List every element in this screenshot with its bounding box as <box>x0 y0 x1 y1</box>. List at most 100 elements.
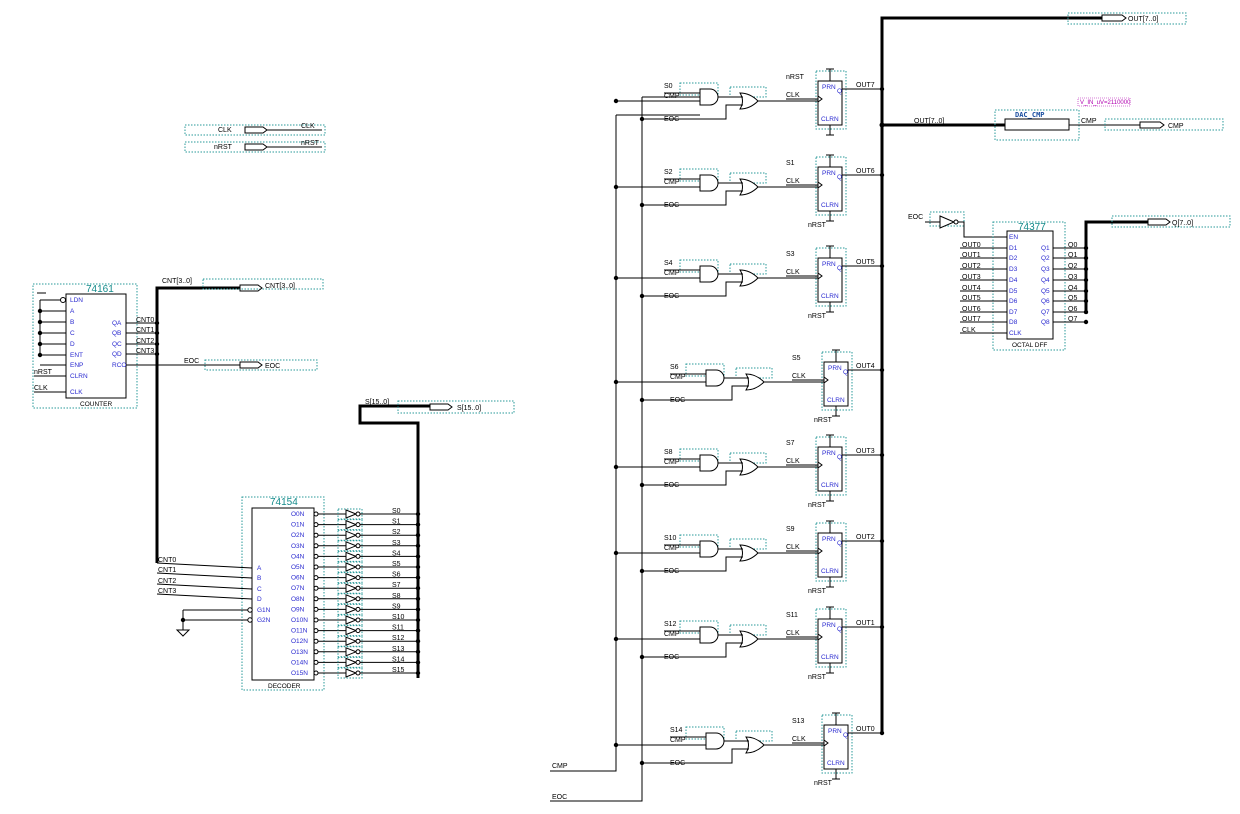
ff-4-clk-label: CLK <box>786 458 800 465</box>
decoder-s-net-8: S8 <box>392 593 401 600</box>
counter-caption: COUNTER <box>80 401 112 408</box>
counter-part-number: 74161 <box>86 284 114 295</box>
ground-symbol <box>175 610 191 637</box>
counter-pin-left-3: C <box>70 330 75 337</box>
decoder-s-net-0: S0 <box>392 508 401 515</box>
ff-1-and-input: S2 <box>664 169 673 176</box>
ff-5-and-input: S10 <box>664 535 677 542</box>
ff-4-q-pin: Q <box>837 454 842 461</box>
counter-pin-left-2: B <box>70 319 74 326</box>
ff-2-out-label: OUT5 <box>856 259 875 266</box>
ff-4-clrn-pin: CLRN <box>821 482 839 489</box>
q-bus-port-label: Q[7..0] <box>1172 220 1193 227</box>
counter-pin-right-3: QD <box>112 351 122 358</box>
decoder-pin-right-3: O3N <box>291 543 305 550</box>
octal-q-net-0: Q0 <box>1068 242 1077 249</box>
decoder-s-net-15: S15 <box>392 667 405 674</box>
ff-4-out-label: OUT3 <box>856 448 875 455</box>
decoder-pin-right-0: O0N <box>291 511 305 518</box>
ff-2-set-label: S3 <box>786 251 795 258</box>
ff-4-prn-pin: PRN <box>822 450 836 457</box>
ff-6-q-pin: Q <box>837 626 842 633</box>
octal-pin-right-3: Q4 <box>1041 277 1050 284</box>
ff-0-clk-label: CLK <box>786 92 800 99</box>
ff-4-rst-label: nRST <box>808 502 827 509</box>
octal-caption: OCTAL DFF <box>1012 342 1047 349</box>
eoc-net-label: EOC <box>184 358 199 365</box>
octal-in-net-0: OUT0 <box>962 242 981 249</box>
ff-1-prn-pin: PRN <box>822 170 836 177</box>
s-bus-net-label: S[15..0] <box>365 399 389 406</box>
ff-3-clk-label: CLK <box>792 373 806 380</box>
decoder-pin-right-4: O4N <box>291 553 305 560</box>
ff-6-prn-pin: PRN <box>822 622 836 629</box>
octal-pin-right-5: Q6 <box>1041 298 1050 305</box>
decoder-pin-right-8: O8N <box>291 596 305 603</box>
ff-2-cmp-label: CMP <box>664 270 680 277</box>
ff-6-clrn-pin: CLRN <box>821 654 839 661</box>
octal-in-net-1: OUT1 <box>962 252 981 259</box>
decoder-pin-right-1: O1N <box>291 522 305 529</box>
ff-0-and-input: S0 <box>664 83 673 90</box>
decoder-pin-left-2: C <box>257 586 262 593</box>
octal-pin-right-4: Q5 <box>1041 288 1050 295</box>
decoder-pin-right-7: O7N <box>291 585 305 592</box>
ff-2-prn-pin: PRN <box>822 261 836 268</box>
decoder-cnt-net-1: CNT1 <box>158 567 176 574</box>
octal-dff-74377[interactable]: EOC 74377 END1OUT0D2OUT1D3OUT2D4OUT3D5OU… <box>908 211 1231 351</box>
clk-port-label: CLK <box>218 127 232 134</box>
ff-1-cmp-label: CMP <box>664 179 680 186</box>
out-bus: OUT[7..0] OUT[7..0] <box>879 12 1187 733</box>
decoder-pin-right-14: O14N <box>291 659 308 666</box>
octal-q-net-3: Q3 <box>1068 274 1077 281</box>
counter-cnt-net-1: CNT1 <box>136 327 154 334</box>
decoder-s-net-3: S3 <box>392 540 401 547</box>
ff-1-rst-label: nRST <box>808 222 827 229</box>
octal-pin-left-7: D7 <box>1009 309 1018 316</box>
octal-in-net-3: OUT3 <box>962 274 981 281</box>
ff-3-out-label: OUT4 <box>856 363 875 370</box>
counter-pin-left-4: D <box>70 341 75 348</box>
ff-3-clrn-pin: CLRN <box>827 397 845 404</box>
octal-in-net-5: OUT5 <box>962 295 981 302</box>
clk-input-port[interactable]: CLK CLK <box>184 123 326 136</box>
octal-pin-right-0: Q1 <box>1041 245 1050 252</box>
decoder-pin-left-1: B <box>257 575 261 582</box>
ff-4-eoc-label: EOC <box>664 482 679 489</box>
ff-0-eoc-label: EOC <box>664 116 679 123</box>
counter-cnt-net-0: CNT0 <box>136 317 154 324</box>
clk-net-label: CLK <box>301 123 315 130</box>
dac-cmp[interactable]: DAC_CMP V_IN_uV=2110000 CMP CMP <box>994 97 1224 141</box>
ff-0-set-label: nRST <box>786 74 805 81</box>
decoder-s-net-12: S12 <box>392 635 405 642</box>
cmp-eoc-rails: CMP EOC <box>550 96 700 802</box>
decoder-cnt-net-0: CNT0 <box>158 557 176 564</box>
ff-4-set-label: S7 <box>786 440 795 447</box>
decoder-pin-right-9: O9N <box>291 606 305 613</box>
octal-pin-left-6: D6 <box>1009 298 1018 305</box>
decoder-pin-right-10: O10N <box>291 617 308 624</box>
ff-1-eoc-label: EOC <box>664 202 679 209</box>
octal-in-net-6: OUT6 <box>962 306 981 313</box>
decoder-s-net-2: S2 <box>392 529 401 536</box>
decoder-pin-right-11: O11N <box>291 628 308 635</box>
dac-cmp-net: CMP <box>1081 118 1097 125</box>
decoder-s-net-10: S10 <box>392 614 405 621</box>
octal-pin-right-7: Q8 <box>1041 319 1050 326</box>
counter-clk-net: CLK <box>34 385 48 392</box>
out-bus-port-label: OUT[7..0] <box>1128 16 1158 23</box>
nrst-input-port[interactable]: nRST nRST <box>184 140 326 153</box>
eoc-output-port[interactable]: EOC EOC <box>126 358 318 371</box>
ff-6-cmp-label: CMP <box>664 631 680 638</box>
